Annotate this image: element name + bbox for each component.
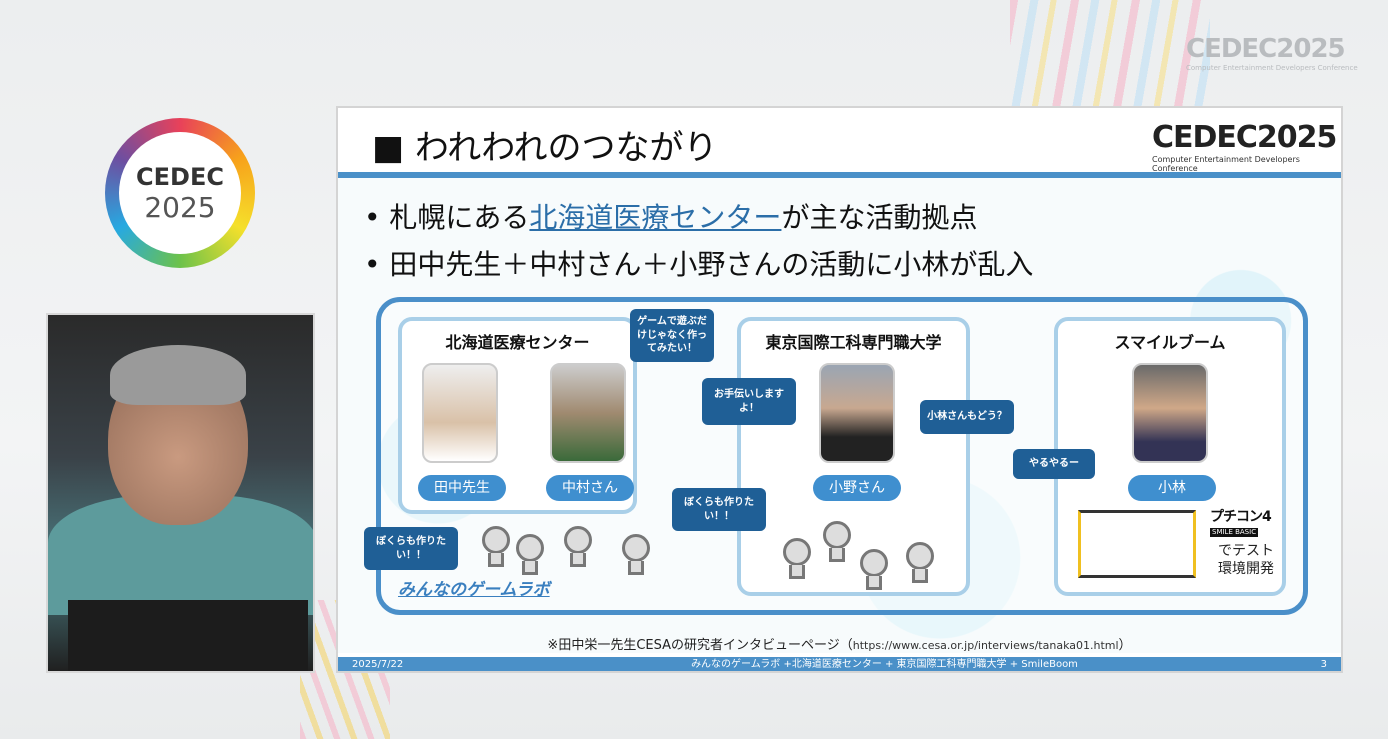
source-note: ※田中栄一先生CESAの研究者インタビューページ（https://www.ces…	[547, 638, 1132, 653]
name-tag: 小林	[1128, 475, 1216, 501]
speech-bubble: お手伝いしますよ！	[702, 378, 796, 425]
title-divider	[338, 172, 1341, 178]
person-icon	[783, 538, 811, 580]
hospital-link[interactable]: 北海道医療センター	[529, 201, 782, 234]
person-icon	[482, 526, 510, 568]
panel-university: 東京国際工科専門職大学 小野さん	[737, 317, 970, 596]
person-icon	[516, 534, 544, 576]
panel-smileboom: スマイルブーム 小林 プチコン4 SMILE BASIC でテスト 環境開発	[1054, 317, 1286, 596]
slide-footer: 2025/7/22 みんなのゲームラボ +北海道医療センター + 東京国際工科専…	[338, 657, 1341, 671]
speech-bubble: ぼくらも作りたい！！	[364, 527, 458, 570]
footer-date: 2025/7/22	[352, 659, 404, 670]
page-number: 3	[1320, 659, 1327, 670]
photo-tanaka	[422, 363, 498, 463]
person-icon	[906, 542, 934, 584]
cesa-interview-link[interactable]: https://www.cesa.or.jp/interviews/tanaka…	[852, 639, 1119, 652]
photo-nakamura	[550, 363, 626, 463]
person-icon	[564, 526, 592, 568]
petitcom-logo: プチコン4	[1210, 509, 1272, 525]
name-tag: 小野さん	[813, 475, 901, 501]
petitcom-screenshot	[1078, 510, 1196, 578]
photo-ono	[819, 363, 895, 463]
bullet-2: • 田中先生＋中村さん＋小野さんの活動に小林が乱入	[364, 248, 1034, 281]
game-lab-label: みんなのゲームラボ	[398, 580, 550, 600]
speech-bubble: ぼくらも作りたい！！	[672, 488, 766, 531]
speech-bubble: 小林さんもどう？	[920, 400, 1014, 434]
speech-bubble: やるやるー	[1013, 449, 1095, 479]
bullet-1: • 札幌にある北海道医療センターが主な活動拠点	[364, 201, 978, 234]
decorative-stripes	[1010, 0, 1210, 110]
podium	[68, 600, 308, 671]
photo-kobayashi	[1132, 363, 1208, 463]
slide-title: ■ われわれのつながり	[372, 128, 718, 168]
name-tag: 中村さん	[546, 475, 634, 501]
person-icon	[622, 534, 650, 576]
panel-hospital: 北海道医療センター 田中先生 中村さん	[398, 317, 637, 514]
footer-affiliations: みんなのゲームラボ +北海道医療センター + 東京国際工科専門職大学 + Smi…	[691, 659, 1078, 670]
person-icon	[860, 549, 888, 591]
test-env-caption: でテスト 環境開発	[1218, 543, 1274, 577]
name-tag: 田中先生	[418, 475, 506, 501]
speaker-video	[46, 313, 315, 673]
person-icon	[823, 521, 851, 563]
speech-bubble: ゲームで遊ぶだけじゃなく作ってみたい！	[630, 309, 714, 362]
